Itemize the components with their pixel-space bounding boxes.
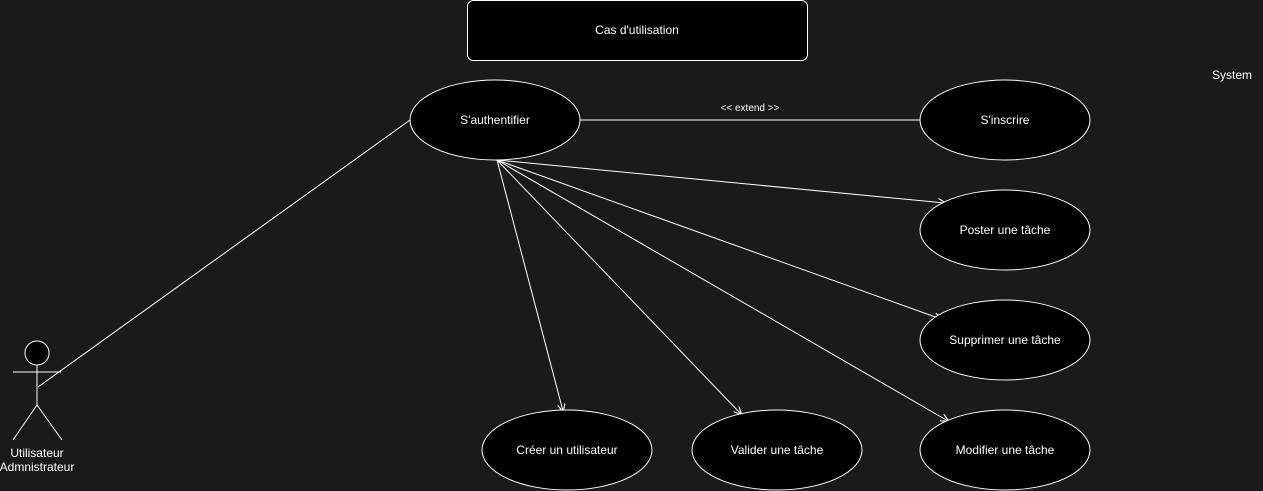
title-box[interactable]: Cas d'utilisation — [467, 0, 808, 61]
actor-label-line1: Utilisateur — [10, 446, 63, 460]
actor-stick-figure-icon — [12, 340, 63, 441]
use-case-create-user-label: Créer un utilisateur — [516, 443, 617, 457]
arrow-to-delete-task[interactable] — [496, 159, 941, 319]
arrow-to-post-task[interactable] — [496, 159, 945, 203]
arrow-to-create-user[interactable] — [496, 159, 563, 411]
use-case-delete-task[interactable]: Supprimer une tâche — [919, 299, 1091, 381]
use-case-register[interactable]: S'inscrire — [919, 79, 1091, 161]
use-case-create-user[interactable]: Créer un utilisateur — [481, 409, 653, 491]
actor-label-line2: Admnistrateur — [0, 460, 74, 474]
actor-admin[interactable]: Utilisateur Admnistrateur — [0, 340, 74, 474]
use-case-modify-task-label: Modifier une tâche — [956, 443, 1055, 457]
use-case-validate-task[interactable]: Valider une tâche — [691, 409, 863, 491]
use-case-modify-task[interactable]: Modifier une tâche — [919, 409, 1091, 491]
use-case-register-label: S'inscrire — [981, 113, 1030, 127]
title-text: Cas d'utilisation — [595, 23, 679, 37]
use-case-validate-task-label: Valider une tâche — [731, 443, 824, 457]
use-case-delete-task-label: Supprimer une tâche — [949, 333, 1061, 347]
arrow-to-modify-task[interactable] — [496, 159, 948, 421]
actor-authenticate-association[interactable] — [37, 119, 411, 388]
system-label: System — [1212, 68, 1252, 82]
extend-label: << extend >> — [721, 103, 780, 114]
use-case-authenticate-label: S'authentifier — [460, 113, 530, 127]
use-case-post-task[interactable]: Poster une tâche — [919, 189, 1091, 271]
arrow-to-validate-task[interactable] — [496, 159, 741, 414]
use-case-authenticate[interactable]: S'authentifier — [409, 79, 581, 161]
use-case-post-task-label: Poster une tâche — [960, 223, 1051, 237]
